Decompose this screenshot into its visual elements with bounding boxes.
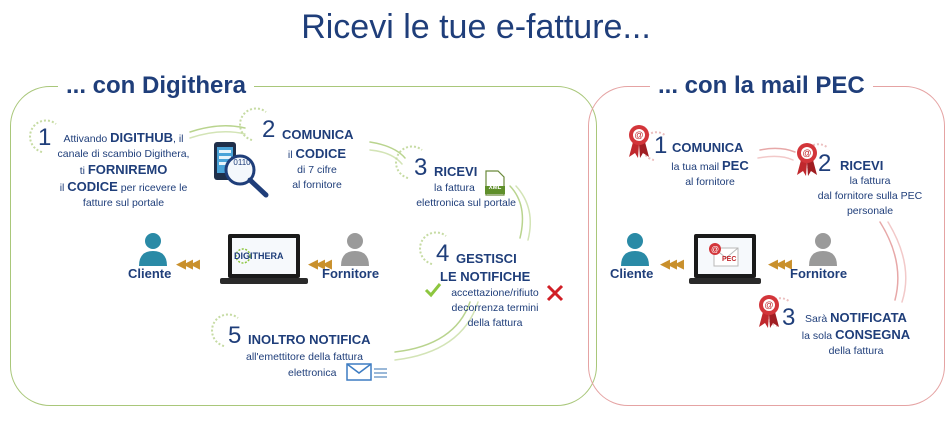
step4-heading-2: LE NOTIFICHE <box>440 269 531 284</box>
envelope-icon <box>346 363 387 381</box>
arrows-left-2: ◀◀◀ <box>308 256 332 271</box>
xml-label: XML <box>488 185 502 191</box>
cross-icon <box>546 284 564 302</box>
svg-text:@: @ <box>802 148 811 158</box>
pec-fornitore-label: Fornitore <box>790 266 848 281</box>
xml-file-icon <box>485 170 505 196</box>
page-title: Ricevi le tue e-fatture... <box>301 8 651 46</box>
step5-text-1: all'emettitore della fattura <box>246 351 363 363</box>
step4-heading-1: GESTISCI <box>456 251 517 266</box>
magnifier-icon <box>224 154 269 198</box>
pec-step2-heading: RICEVI <box>840 158 884 173</box>
code-bits: 0110 <box>233 158 251 167</box>
step1-number: 1 <box>38 124 52 151</box>
step3-text-1: la fattura <box>434 182 475 194</box>
digithera-heading: ... con Digithera <box>58 72 255 100</box>
step5-number: 5 <box>228 322 242 349</box>
pec-cliente-label: Cliente <box>610 266 654 281</box>
svg-text:@: @ <box>764 300 773 310</box>
step3-heading: RICEVI <box>434 164 478 179</box>
pec-screen-label: PEC <box>722 256 737 263</box>
step5-heading: INOLTRO NOTIFICA <box>248 332 371 347</box>
pec-step3-text: Sarà NOTIFICATA la sola CONSEGNA della f… <box>801 310 911 357</box>
screen-logo: DIGITHERA <box>234 251 284 261</box>
digithera-panel <box>10 86 597 406</box>
digithera-step2-text: il CODICE di 7 cifre al fornitore <box>287 146 347 191</box>
pec-ribbon-icon-2: @ <box>797 143 817 176</box>
pec-step1-text: la tua mail PEC al fornitore <box>671 158 749 188</box>
fornitore-label: Fornitore <box>322 266 380 281</box>
pec-step1-heading: COMUNICA <box>672 140 744 155</box>
step4-number: 4 <box>436 240 450 267</box>
digithera-step4-text: accettazione/rifiuto decorrenza termini … <box>451 287 539 329</box>
pec-ribbon-icon-1: @ <box>629 125 649 158</box>
step3-text-2: elettronica sul portale <box>416 197 516 209</box>
pec-step2-text: la fattura dal fornitore sulla PEC perso… <box>817 175 923 217</box>
pec-fornitore-person-icon <box>809 233 837 266</box>
pec-step3-number: 3 <box>782 304 796 331</box>
step3-number: 3 <box>414 154 428 181</box>
svg-text:@: @ <box>634 130 643 140</box>
cliente-label: Cliente <box>128 266 172 281</box>
step2-heading: COMUNICA <box>282 127 354 142</box>
fornitore-person-icon <box>341 233 369 266</box>
pec-laptop-icon: @ <box>689 234 761 284</box>
pec-ribbon-icon-3: @ <box>759 295 779 328</box>
step2-number: 2 <box>262 116 276 143</box>
pec-step2-number: 2 <box>818 150 832 177</box>
arrows-left-1: ◀◀◀ <box>176 256 200 271</box>
pec-step1-number: 1 <box>654 132 668 159</box>
check-icon <box>424 283 442 298</box>
pec-cliente-person-icon <box>621 233 649 266</box>
pec-heading: ... con la mail PEC <box>650 72 873 100</box>
pec-arrows-2: ◀◀◀ <box>768 256 792 271</box>
digithera-step1-text: Attivando DIGITHUB, il canale di scambio… <box>57 130 190 209</box>
pec-arrows-1: ◀◀◀ <box>660 256 684 271</box>
laptop-icon <box>220 234 308 284</box>
step5-text-2: elettronica <box>288 367 337 379</box>
cliente-person-icon <box>139 233 167 266</box>
svg-text:@: @ <box>711 245 719 254</box>
